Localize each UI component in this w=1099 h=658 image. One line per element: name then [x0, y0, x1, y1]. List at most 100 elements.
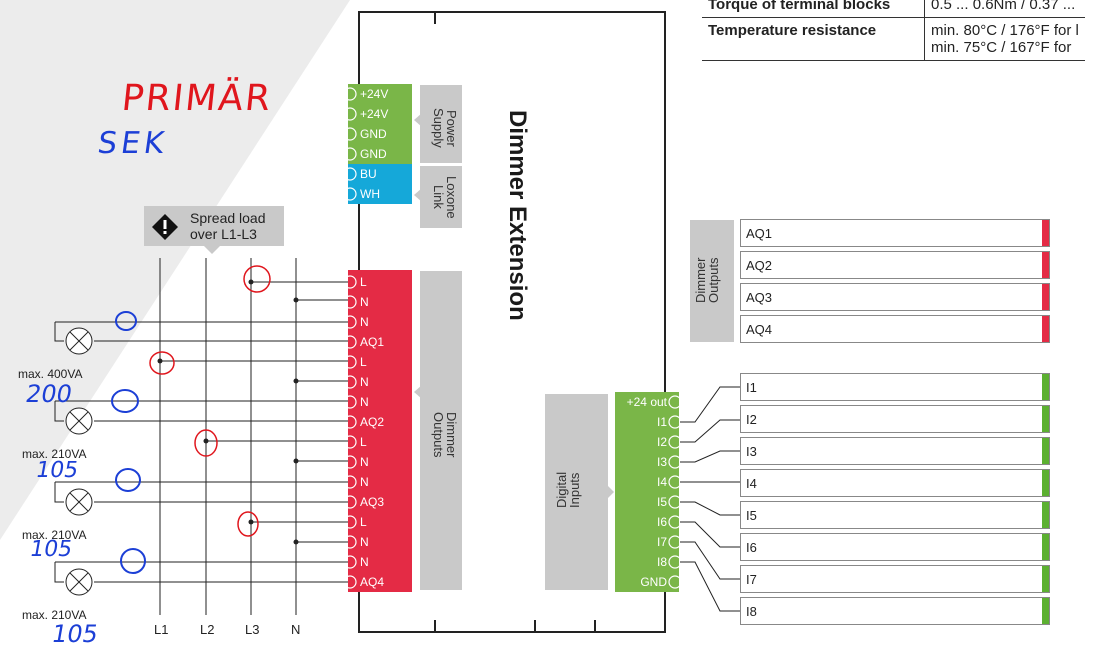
- input-label: I2: [746, 412, 757, 427]
- terminal: AQ2: [360, 415, 385, 429]
- output-label: AQ3: [746, 290, 773, 305]
- input-i1: I1: [740, 373, 1050, 401]
- terminal-screw: [343, 415, 357, 429]
- dimmer-outputs-label-block: [420, 271, 462, 590]
- output-aq3: AQ3: [740, 283, 1050, 311]
- lamp-max-label: max. 210VA: [22, 528, 87, 542]
- status-bar: [1042, 598, 1049, 624]
- power-supply-label-block: [420, 85, 462, 163]
- terminal-24v-1: +24V: [360, 87, 389, 101]
- terminal: N: [360, 535, 369, 549]
- bus-label-l2: L2: [200, 622, 215, 637]
- lamp-max-label: max. 400VA: [18, 367, 83, 381]
- terminal-screw: [343, 107, 357, 121]
- link-label: Loxone Link: [431, 175, 459, 219]
- terminal: AQ3: [360, 495, 385, 509]
- spec-label: Temperature resistance: [708, 22, 877, 39]
- terminal-screw: [343, 87, 357, 101]
- link-label-block: [420, 166, 462, 228]
- warning-text: Spread load over L1-L3: [190, 210, 266, 242]
- terminal-screw: [343, 355, 357, 369]
- terminal: N: [360, 455, 369, 469]
- power-supply-block: [348, 84, 412, 164]
- terminal: I7: [656, 535, 667, 549]
- status-bar: [1042, 566, 1049, 592]
- terminal: GND: [640, 575, 667, 589]
- digital-inputs-label-block: [545, 394, 608, 590]
- input-i7: I7: [740, 565, 1050, 593]
- lamp-icon: [65, 488, 93, 516]
- input-label: I1: [746, 380, 757, 395]
- status-bar: [1042, 220, 1049, 246]
- input-label: I4: [746, 476, 757, 491]
- terminal-screw: [343, 435, 357, 449]
- terminal-screw: [343, 455, 357, 469]
- terminal-wh: WH: [360, 187, 380, 201]
- terminal: L: [360, 275, 367, 289]
- arrow-icon: [606, 484, 614, 500]
- bus-label-l3: L3: [245, 622, 260, 637]
- terminal-screw: [343, 167, 357, 181]
- terminal: N: [360, 295, 369, 309]
- output-aq2: AQ2: [740, 251, 1050, 279]
- status-bar: [1042, 406, 1049, 432]
- digital-inputs-block: [615, 392, 679, 592]
- terminal: I6: [656, 515, 667, 529]
- status-bar: [1042, 284, 1049, 310]
- status-bar: [1042, 502, 1049, 528]
- lamp-icon: [65, 568, 93, 596]
- input-i3: I3: [740, 437, 1050, 465]
- input-i4: I4: [740, 469, 1050, 497]
- spec-row-temperature: Temperature resistance min. 80°C / 176°F…: [702, 17, 1085, 61]
- bus-label-n: N: [291, 622, 301, 637]
- lamp-icon: [65, 407, 93, 435]
- lamp-max-label: max. 210VA: [22, 447, 87, 461]
- terminal-screw: [343, 375, 357, 389]
- spec-value: min. 80°C / 176°F for l min. 75°C / 167°…: [923, 17, 1085, 61]
- status-bar: [1042, 534, 1049, 560]
- lamp-icon: [65, 327, 93, 355]
- input-label: I3: [746, 444, 757, 459]
- output-aq4: AQ4: [740, 315, 1050, 343]
- terminal-screw: [343, 147, 357, 161]
- status-bar: [1042, 316, 1049, 342]
- output-label: AQ1: [746, 226, 773, 241]
- terminal-screw: [343, 395, 357, 409]
- link-block: [348, 164, 412, 204]
- terminal-screw: [343, 335, 357, 349]
- warning-icon: [152, 214, 178, 240]
- input-label: I6: [746, 540, 757, 555]
- terminal: I5: [656, 495, 667, 509]
- terminal-gnd-1: GND: [360, 127, 387, 141]
- status-bar: [1042, 470, 1049, 496]
- terminal: I2: [656, 435, 667, 449]
- input-i5: I5: [740, 501, 1050, 529]
- output-label: AQ2: [746, 258, 773, 273]
- spec-value: 0.5 ... 0.6Nm / 0.37 ...: [923, 0, 1085, 18]
- terminal-screw: [668, 395, 682, 409]
- input-label: I7: [746, 572, 757, 587]
- warning-pointer: [204, 246, 220, 254]
- terminal: I3: [656, 455, 667, 469]
- arrow-icons: [414, 113, 422, 399]
- terminal-screw: [343, 187, 357, 201]
- terminal: AQ1: [360, 335, 385, 349]
- dimmer-outputs-panel-label-block: [690, 220, 734, 342]
- terminal: N: [360, 395, 369, 409]
- terminal-screw: [343, 127, 357, 141]
- terminal: N: [360, 475, 369, 489]
- spec-row-torque: Torque of terminal blocks 0.5 ... 0.6Nm …: [702, 0, 1085, 18]
- terminal: I8: [656, 555, 667, 569]
- input-label: I5: [746, 508, 757, 523]
- input-i8: I8: [740, 597, 1050, 625]
- terminal: N: [360, 555, 369, 569]
- terminal-screw: [343, 295, 357, 309]
- status-bar: [1042, 252, 1049, 278]
- status-bar: [1042, 438, 1049, 464]
- terminal: I1: [656, 415, 667, 429]
- spec-label: Torque of terminal blocks: [708, 0, 891, 13]
- terminal: I4: [656, 475, 667, 489]
